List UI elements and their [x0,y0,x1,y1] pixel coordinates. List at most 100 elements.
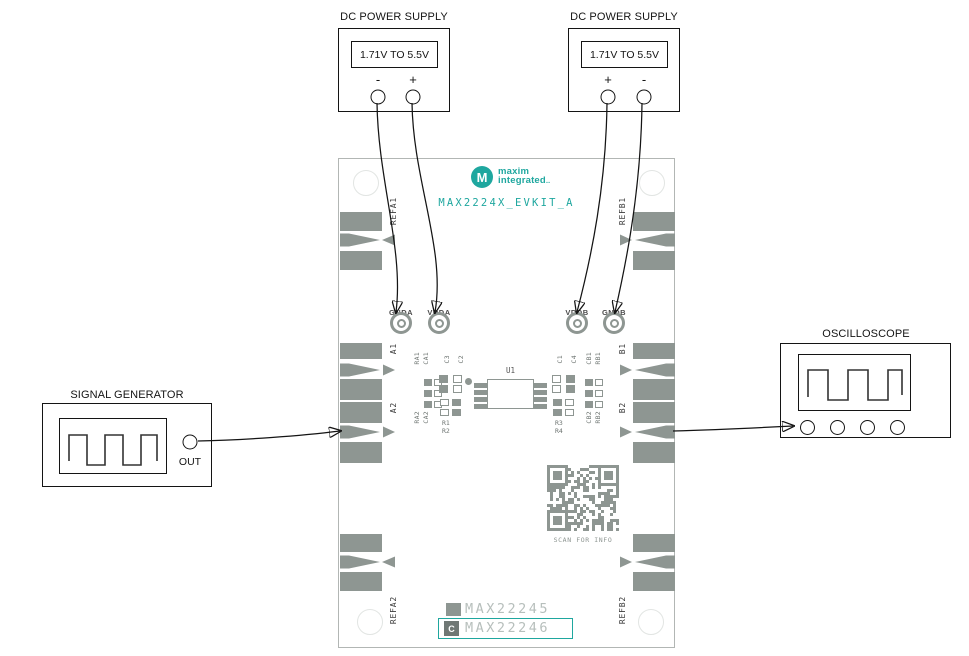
component-pad [595,390,603,397]
legend-part-max22245: MAX22245 [465,601,551,617]
signal-direction-arrow-icon [382,234,395,246]
component-pad [434,390,442,397]
signal-direction-arrow-icon [383,364,395,376]
ic-pin [474,404,487,409]
component-pad [439,375,448,383]
component-label-r4: R4 [555,427,563,435]
component-pad [585,379,593,386]
edge-label-refa1: REFA1 [389,197,398,226]
supply-a-pos-sign: + [409,72,417,87]
component-pad [566,375,575,383]
component-pad [595,379,603,386]
component-label-cb1: CB1 [585,352,593,365]
component-pad [553,409,562,416]
component-label-ca1: CA1 [422,352,430,365]
component-pad [585,390,593,397]
component-label-rb2: RB2 [594,411,602,424]
component-pad [552,385,561,393]
component-label-cb2: CB2 [585,411,593,424]
brand-tm: .. [545,178,551,185]
edge-label-a1: A1 [389,343,398,355]
supply-b-neg-terminal[interactable] [636,89,652,105]
supply-b-box: 1.71V TO 5.5V + - [568,28,680,112]
component-pad [424,401,432,408]
testpoint-vdda[interactable] [428,312,450,334]
a1-signal-trace [340,363,395,377]
mounting-hole [353,170,379,196]
component-pad [595,401,603,408]
oscilloscope-channel-4-connector[interactable] [890,420,905,435]
component-pad [566,385,575,393]
supply-a-voltage-display: 1.71V TO 5.5V [351,41,438,68]
qr-caption: SCAN FOR INFO [553,536,613,544]
component-label-u1: U1 [505,366,516,375]
component-pad [585,401,593,408]
pcb-ground-pad [633,534,675,552]
edge-label-refa2: REFA2 [389,596,398,625]
qr-code [547,465,619,531]
refb1-signal-trace [620,233,675,247]
component-pad [424,390,432,397]
signal-generator-screen [59,418,167,474]
component-label-r1: R1 [442,419,450,427]
legend-swatch-max22245 [446,603,461,616]
via-dot [465,378,472,385]
component-label-r2: R2 [442,427,450,435]
pcb-ground-pad [633,212,675,231]
pcb-ground-pad [340,212,382,231]
ic-pin [474,390,487,395]
a2-signal-trace [340,425,395,439]
testpoint-gnda[interactable] [390,312,412,334]
ic-pin [534,397,547,402]
oscilloscope-channel-2-connector[interactable] [830,420,845,435]
component-label-r3: R3 [555,419,563,427]
signal-generator-out-label: OUT [178,456,202,468]
testpoint-gndb[interactable] [603,312,625,334]
ic-pin [474,397,487,402]
square-wave-icon [807,369,903,401]
maxim-brand-text: maxim integrated.. [498,167,550,186]
component-pad [424,379,432,386]
ic-pin [474,383,487,388]
signal-direction-arrow-icon [382,556,395,568]
supply-b-neg-sign: - [641,72,647,87]
component-pad [453,385,462,393]
supply-b-pos-terminal[interactable] [600,89,616,105]
mounting-hole [357,609,383,635]
legend-badge-c: C [444,621,459,636]
pcb-ground-pad [633,572,675,591]
supply-b-pos-sign: + [604,72,612,87]
testpoint-vddb[interactable] [566,312,588,334]
component-label-ra1: RA1 [413,352,421,365]
edge-label-refb2: REFB2 [618,596,627,625]
oscilloscope-channel-1-connector[interactable] [800,420,815,435]
component-pad [553,399,562,406]
refa2-signal-trace [340,555,395,569]
component-label-rb1: RB1 [594,352,602,365]
brand-line1: maxim [498,166,530,177]
supply-a-pos-terminal[interactable] [405,89,421,105]
square-wave-icon [68,434,158,466]
signal-generator-out-connector[interactable] [182,434,198,450]
pcb-ground-pad [340,343,382,359]
wire-b2-to-oscilloscope [672,426,793,431]
component-label-ca2: CA2 [422,411,430,424]
supply-a-neg-terminal[interactable] [370,89,386,105]
oscilloscope-title: OSCILLOSCOPE [822,328,910,340]
oscilloscope-box [780,343,951,438]
pcb-ground-pad [340,251,382,270]
mounting-hole [638,609,664,635]
edge-label-b1: B1 [618,343,627,355]
component-pad [440,409,449,416]
supply-a-neg-sign: - [375,72,381,87]
component-label-ra2: RA2 [413,411,421,424]
oscilloscope-channel-3-connector[interactable] [860,420,875,435]
signal-direction-arrow-icon [620,426,632,438]
signal-direction-arrow-icon [620,556,632,568]
evkit-board: M maxim integrated.. MAX2224X_EVKIT_A GN… [338,158,675,648]
signal-direction-arrow-icon [620,364,632,376]
pcb-ground-pad [340,442,382,463]
pcb-ground-pad [633,442,675,463]
component-pad [565,409,574,416]
component-pad [552,375,561,383]
